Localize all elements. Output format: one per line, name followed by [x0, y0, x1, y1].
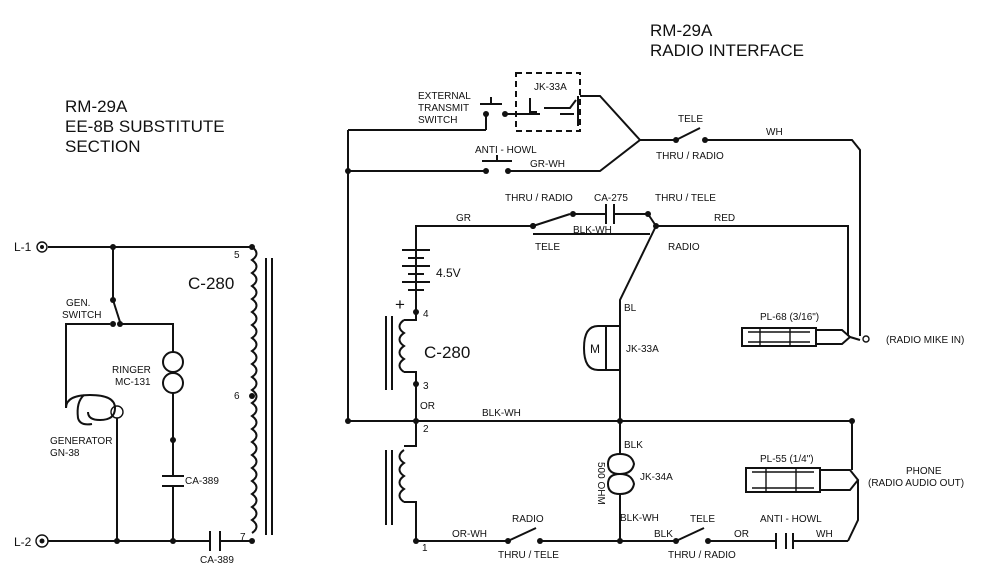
radio-low-label: RADIO [512, 514, 544, 525]
wh-low-label: WH [816, 529, 833, 540]
jk33a-top-label: JK-33A [534, 82, 567, 93]
or-label: OR [420, 401, 435, 412]
left-title-line-3: SECTION [65, 137, 141, 156]
radio-mid-label: RADIO [668, 242, 700, 253]
red-label: RED [714, 213, 735, 224]
ext-switch-label-3: SWITCH [418, 115, 457, 126]
plus-sign: + [395, 295, 405, 314]
ringer-coil-lower [162, 372, 184, 394]
gen-switch-label-1: GEN. [66, 298, 90, 309]
pin-3: 3 [423, 381, 429, 392]
blk-label: BLK [624, 440, 643, 451]
generator-label-1: GENERATOR [50, 436, 112, 447]
thru-radio-top-label: THRU / RADIO [656, 151, 724, 162]
or-wh-label: OR-WH [452, 529, 487, 540]
ohm-label: 500 OHM [595, 462, 606, 505]
jk33a-mic-label: JK-33A [626, 344, 659, 355]
or-low-label: OR [734, 529, 749, 540]
left-section: L-1 L-2 GEN. SWITCH RINGER [14, 240, 273, 566]
right-section: EXTERNAL TRANSMIT SWITCH JK-33A TELE THR… [345, 72, 964, 561]
ext-switch-label-2: TRANSMIT [418, 103, 469, 114]
anti-howl-low-label: ANTI - HOWL [760, 514, 822, 525]
c280-winding-left [250, 246, 258, 534]
blk-wh-low-label: BLK-WH [620, 513, 659, 524]
thru-tele-low-label: THRU / TELE [498, 550, 559, 561]
c280-left-label: C-280 [188, 274, 234, 293]
ringer-label-1: RINGER [112, 365, 151, 376]
tele-mid-label: TELE [535, 242, 560, 253]
mic-m-label: M [590, 342, 600, 356]
generator-magnet [65, 393, 117, 422]
pin-4: 4 [423, 309, 429, 320]
thru-radio-mid-label: THRU / RADIO [505, 193, 573, 204]
l1-label: L-1 [14, 240, 32, 254]
gr-wh-label: GR-WH [530, 159, 565, 170]
ringer-coil-upper [162, 351, 184, 373]
ca389-label-a: CA-389 [185, 476, 219, 487]
ext-switch-label-1: EXTERNAL [418, 91, 471, 102]
c280-right-label: C-280 [424, 343, 470, 362]
anti-howl-top-label: ANTI - HOWL [475, 145, 537, 156]
c280-winding-right-upper [398, 319, 406, 373]
l2-label: L-2 [14, 535, 32, 549]
wh-top-label: WH [766, 127, 783, 138]
tele-low-label: TELE [690, 514, 715, 525]
ca389-label-b: CA-389 [200, 555, 234, 566]
generator-label-2: GN-38 [50, 448, 80, 459]
pin-5: 5 [234, 250, 240, 261]
l1-terminal [36, 241, 48, 253]
thru-radio-low-label: THRU / RADIO [668, 550, 736, 561]
pl68-label: PL-68 (3/16") [760, 312, 819, 323]
right-title-line-1: RM-29A [650, 21, 713, 40]
pin-7: 7 [240, 532, 246, 543]
gen-switch-label-2: SWITCH [62, 310, 101, 321]
pl68-plug [741, 327, 817, 347]
radio-mike-in-label: (RADIO MIKE IN) [886, 335, 964, 346]
ringer-label-2: MC-131 [115, 377, 151, 388]
pl55-plug [745, 467, 821, 493]
microphone-body [582, 325, 607, 371]
radio-audio-out-label: (RADIO AUDIO OUT) [868, 478, 964, 489]
bl-label: BL [624, 303, 637, 314]
pl55-label: PL-55 (1/4") [760, 454, 814, 465]
left-title-line-2: EE-8B SUBSTITUTE [65, 117, 225, 136]
jk33a-jack-box [515, 72, 581, 132]
left-title-line-1: RM-29A [65, 97, 128, 116]
blk-low-label: BLK [654, 529, 673, 540]
battery-voltage-label: 4.5V [436, 266, 461, 280]
jk34a-label: JK-34A [640, 472, 673, 483]
pin-2: 2 [423, 424, 429, 435]
ca275-label: CA-275 [594, 193, 628, 204]
blk-wh-mid-label: BLK-WH [573, 225, 612, 236]
c280-winding-right-lower [398, 449, 406, 503]
gr-label: GR [456, 213, 471, 224]
blk-wh-bus-label: BLK-WH [482, 408, 521, 419]
pin-6: 6 [234, 391, 240, 402]
thru-tele-mid-label: THRU / TELE [655, 193, 716, 204]
tele-top-label: TELE [678, 114, 703, 125]
pin-1: 1 [422, 543, 428, 554]
right-title-line-2: RADIO INTERFACE [650, 41, 804, 60]
phone-label: PHONE [906, 466, 942, 477]
